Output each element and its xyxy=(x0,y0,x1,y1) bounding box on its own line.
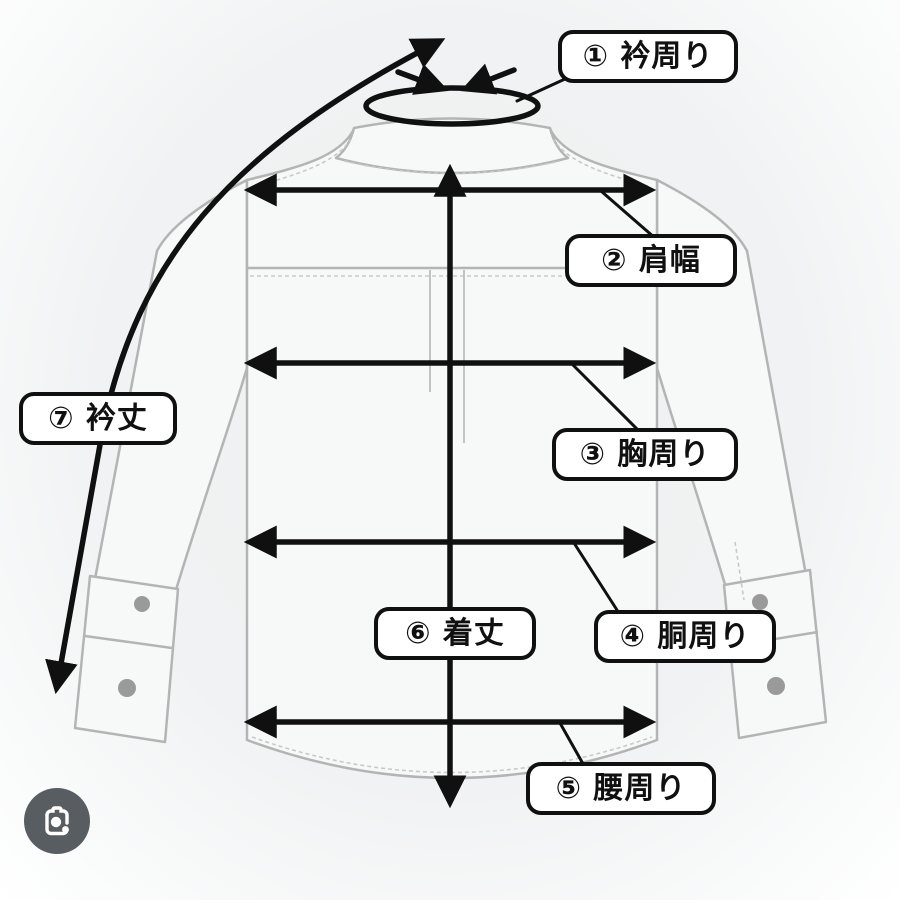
connector-label-5 xyxy=(558,721,584,764)
label-collar-circumference: ① 衿周り xyxy=(558,30,738,83)
label-shoulder-width: ② 肩幅 xyxy=(565,234,737,287)
sleeve-length-arrow xyxy=(45,38,446,695)
label-chest-circumference: ③ 胸周り xyxy=(552,428,738,481)
right-sleeve-placket xyxy=(734,541,745,601)
label-body-length: ⑥ 着丈 xyxy=(374,607,536,660)
connector-label-1 xyxy=(515,77,567,103)
left-sleeve-button xyxy=(134,596,150,612)
label-sleeve-length: ⑦ 衿丈 xyxy=(19,392,177,445)
collar-arrow-left xyxy=(395,63,449,95)
measurement-arrows xyxy=(45,38,657,809)
left-cuff-button xyxy=(118,679,136,697)
camera-icon xyxy=(45,806,69,836)
left-sleeve xyxy=(93,178,249,595)
right-sleeve-button xyxy=(752,594,768,610)
left-cuff xyxy=(73,574,180,744)
connector-label-4 xyxy=(572,541,619,612)
image-search-lens-button[interactable] xyxy=(24,788,90,854)
connector-label-2 xyxy=(599,189,657,240)
label-waist-circumference: ④ 胴周り xyxy=(594,610,776,663)
right-cuff-button xyxy=(767,677,785,695)
connector-label-3 xyxy=(570,362,640,432)
collar-arrow-right xyxy=(460,63,517,95)
label-hip-circumference: ⑤ 腰周り xyxy=(526,762,716,815)
